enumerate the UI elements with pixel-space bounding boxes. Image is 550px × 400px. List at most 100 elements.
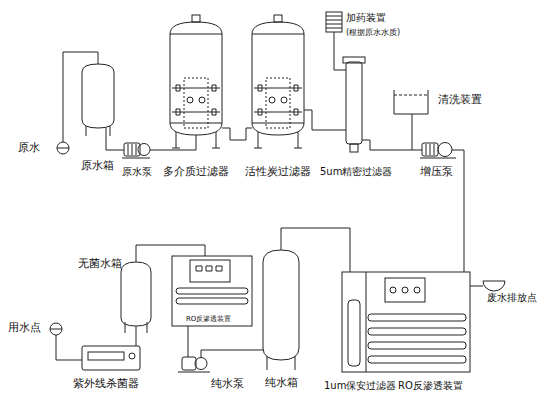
cleaning-tank [394,90,428,114]
tank-leg [267,356,295,370]
dosing-unit: 加药装置 (根据原水水质) [322,8,414,48]
pump-ribs [426,144,434,155]
pipe-connector [245,350,256,351]
membrane-tube [176,298,248,304]
valve-manifold [184,78,208,128]
gauge [414,287,420,293]
tank-body [121,262,151,326]
gauge [402,287,408,293]
valve [187,97,193,103]
equipment-label: 多介质过滤器 [156,166,236,178]
tap-symbol [50,329,62,330]
membrane-tube [176,288,248,294]
equipment-label: 增压泵 [404,166,468,178]
manifold-pipe [172,88,220,112]
cleaning-unit: 清洗装置 [392,86,490,116]
pipe-connector [154,150,156,151]
drain-point: 废水排放点 [475,277,548,305]
pipe-connector [281,228,350,268]
pipe-connector [188,330,189,346]
pipe-flange [258,85,298,115]
pure-water-pump: 纯水泵 [175,346,245,392]
uv-lamp [88,352,124,360]
uv-sterilizer: 紫外线杀菌器 [62,342,150,393]
ro-frame [172,256,252,326]
pump-motor [182,357,196,370]
equipment-label: 清洗装置 [438,94,482,106]
pipe-stub [56,32,483,360]
membrane-tube [368,342,466,349]
pump-motor [422,143,438,156]
vessel-leg [254,132,302,148]
pipe-flange [176,85,216,115]
pump-ribs [128,144,136,155]
raw-water-tank: 原水箱 [76,60,118,175]
equipment-label: 1um保安过滤器 [324,380,396,391]
pump-base [122,158,150,159]
filter-vessel [252,22,304,135]
equipment-label: 用水点 [8,322,41,334]
equipment-label: 纯水箱 [256,377,306,389]
manifold-pipe [254,88,302,112]
filter-vessel [170,22,222,135]
equipment-label: RO反渗透装置 [186,316,231,324]
security-filter [348,300,360,366]
valve [199,97,205,103]
uv-housing [82,346,140,370]
equipment-label: 废水排放点 [475,292,548,303]
pipe-connector [464,180,465,268]
pump-head [195,358,207,370]
ro-frame [342,272,470,372]
equipment-label: 加药装置 [346,12,386,23]
pipe-connector [63,52,98,138]
pipe-connector [236,140,240,141]
tap-symbol [57,142,69,154]
membrane-tube [368,356,466,363]
water-outlet: 用水点 [8,318,70,340]
booster-pump: 增压泵 [404,135,468,180]
control-panel [385,278,425,302]
equipment-label: (根据原水水质) [346,29,400,38]
equipment-label: 无菌水箱 [78,258,122,270]
cartridge-housing [346,62,362,144]
pump-head [438,143,452,157]
pump-head [138,144,150,156]
equipment-label: 活性炭过滤器 [240,166,316,178]
pipe-connector [136,335,137,342]
water-level [394,95,428,96]
ro-unit-small: RO反渗透装置 [168,252,254,330]
carbon-filter: 活性炭过滤器 [240,15,316,180]
equipment-label: 纯水泵 [211,378,244,390]
equipment-label: RO反渗透装置 [398,380,463,391]
equipment-label: 原水泵 [120,166,154,177]
valve-manifold [266,78,290,128]
tap-symbol [57,148,69,149]
precision-filter: 5um精密过滤器 [320,52,390,180]
drain-bowl [483,281,505,291]
pipe-connector [472,286,475,287]
membrane-tube [368,328,466,335]
sterile-water-tank: 无菌水箱 [78,255,156,335]
vessel-nozzle [192,15,200,22]
dosing-hatch [326,16,342,28]
pipe-connector [334,48,335,52]
pipe-connector [390,150,404,151]
tank-leg [110,126,111,136]
dosing-tank [326,12,342,32]
frame-post [366,272,367,372]
pipe-connector [118,150,120,151]
water-tap: 原水 [12,138,74,160]
raw-water-pump: 原水泵 [120,138,154,180]
valve [269,97,275,103]
tank-leg [86,126,87,136]
pipe-connector [136,245,205,255]
valve [281,97,287,103]
gauge [390,287,396,293]
equipment-label: 5um精密过滤器 [320,166,390,177]
tank-body [263,250,299,360]
filter-base [350,144,358,152]
pump-base [178,372,210,373]
pure-water-tank: 纯水箱 [256,240,306,392]
pipe-connector [316,130,320,131]
